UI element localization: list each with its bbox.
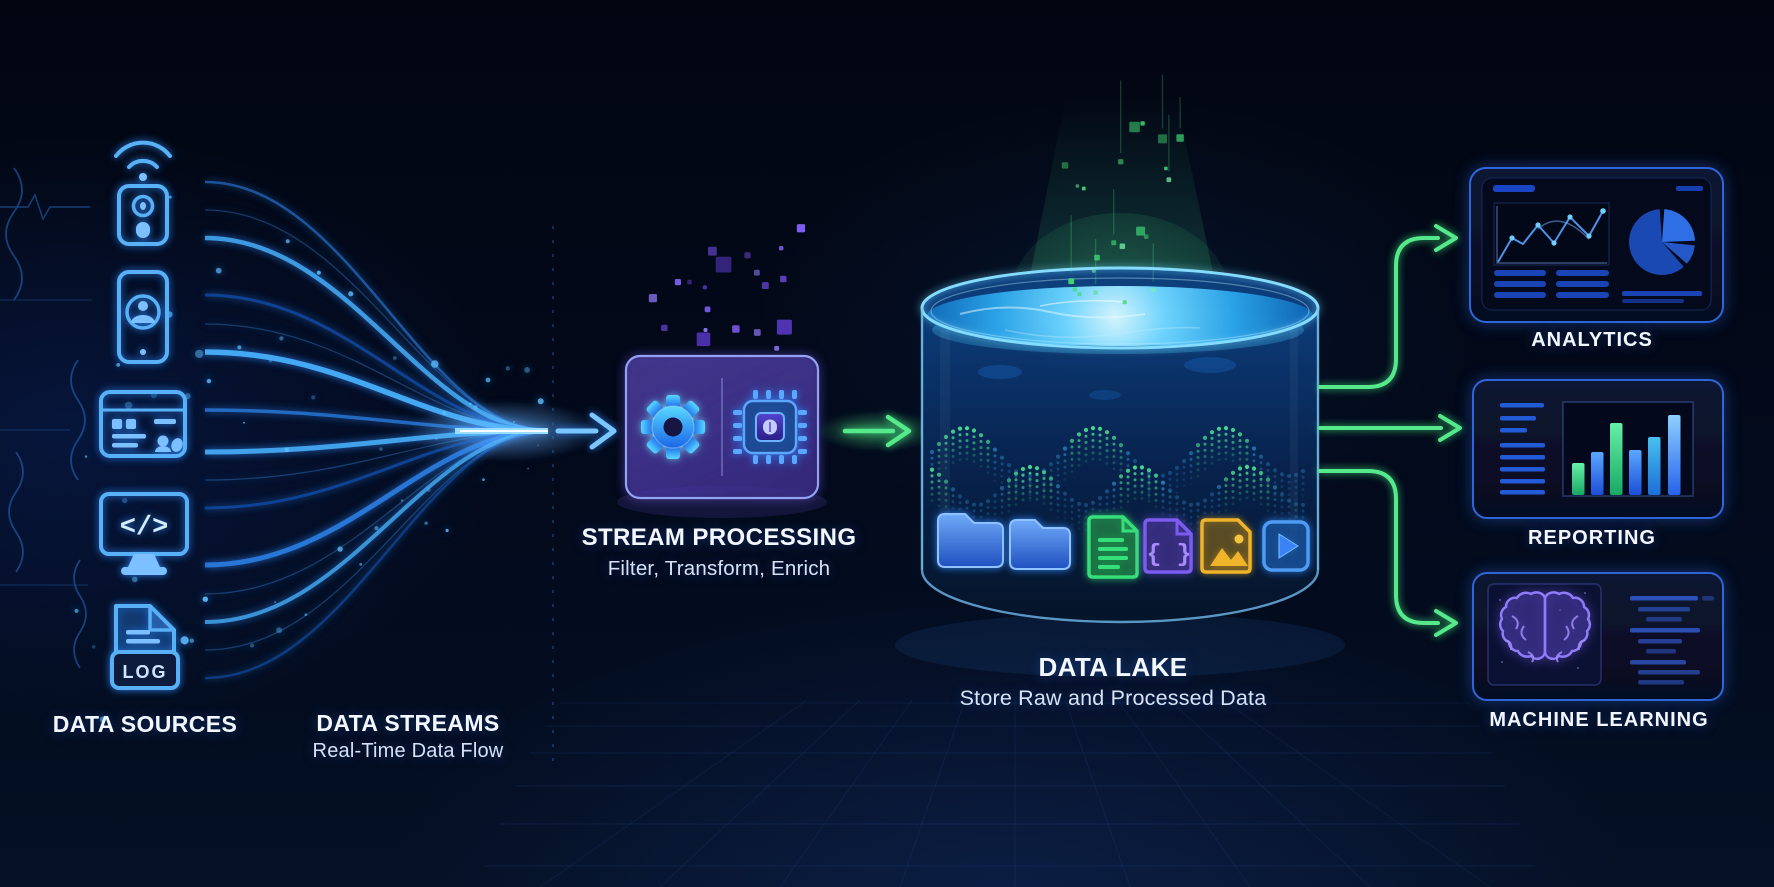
image-file-icon	[1200, 518, 1252, 574]
analytics-panel	[1469, 167, 1724, 323]
reporting-label: REPORTING	[1528, 527, 1656, 549]
floor-grid	[485, 699, 1535, 887]
processing-input-squares	[648, 224, 806, 351]
chip-icon	[733, 390, 807, 464]
braces-glyph: { }	[1146, 540, 1191, 569]
analytics-label: ANALYTICS	[1531, 329, 1653, 351]
log-glyph: LOG	[123, 662, 168, 682]
stream-particles	[74, 195, 544, 723]
ml-panel	[1472, 572, 1724, 701]
mobile-user-icon	[117, 270, 169, 364]
code-glyph: </>	[120, 513, 169, 543]
machine-learning-label: MACHINE LEARNING	[1489, 709, 1709, 731]
data-lake-cylinder: { }	[895, 74, 1345, 677]
pie-chart	[1629, 209, 1695, 276]
report-text-lines	[1500, 403, 1545, 495]
data-streams-label: DATA STREAMS	[316, 710, 500, 736]
source-icons: </> LOG	[99, 140, 189, 690]
stream-processing-label: STREAM PROCESSING	[581, 524, 857, 551]
ingest-green-squares	[1061, 74, 1184, 305]
code-lines	[1630, 596, 1714, 685]
brain-icon	[1498, 591, 1592, 663]
document-icon	[1087, 515, 1139, 579]
video-play-icon	[1262, 520, 1310, 572]
folder-icon	[937, 513, 1004, 568]
data-streams-flow	[74, 180, 600, 723]
data-lake-sublabel: Store Raw and Processed Data	[959, 686, 1267, 710]
data-lake-label: DATA LAKE	[1038, 652, 1188, 682]
water-surface-ripples	[959, 299, 1201, 338]
output-branch-arrows	[1318, 224, 1462, 637]
stream-processing-box	[617, 354, 827, 518]
web-form-icon	[99, 390, 187, 458]
stat-rows	[1494, 270, 1702, 303]
json-braces-icon: { }	[1143, 518, 1193, 574]
bar-chart	[1562, 401, 1694, 497]
left-waveform-decor	[0, 167, 92, 669]
data-streams-sublabel: Real-Time Data Flow	[312, 740, 504, 762]
stream-processing-sublabel: Filter, Transform, Enrich	[607, 557, 831, 580]
flow-arrow-green	[816, 411, 940, 451]
reporting-panel	[1472, 379, 1724, 519]
wifi-sensor-icon	[114, 140, 172, 246]
log-file-icon: LOG	[110, 604, 180, 690]
code-monitor-icon: </>	[99, 492, 189, 575]
gear-icon	[641, 395, 705, 459]
folder-icon	[1009, 519, 1071, 570]
flow-arrow-blue	[555, 412, 617, 450]
data-sources-label: DATA SOURCES	[52, 711, 238, 737]
line-chart	[1493, 202, 1610, 266]
